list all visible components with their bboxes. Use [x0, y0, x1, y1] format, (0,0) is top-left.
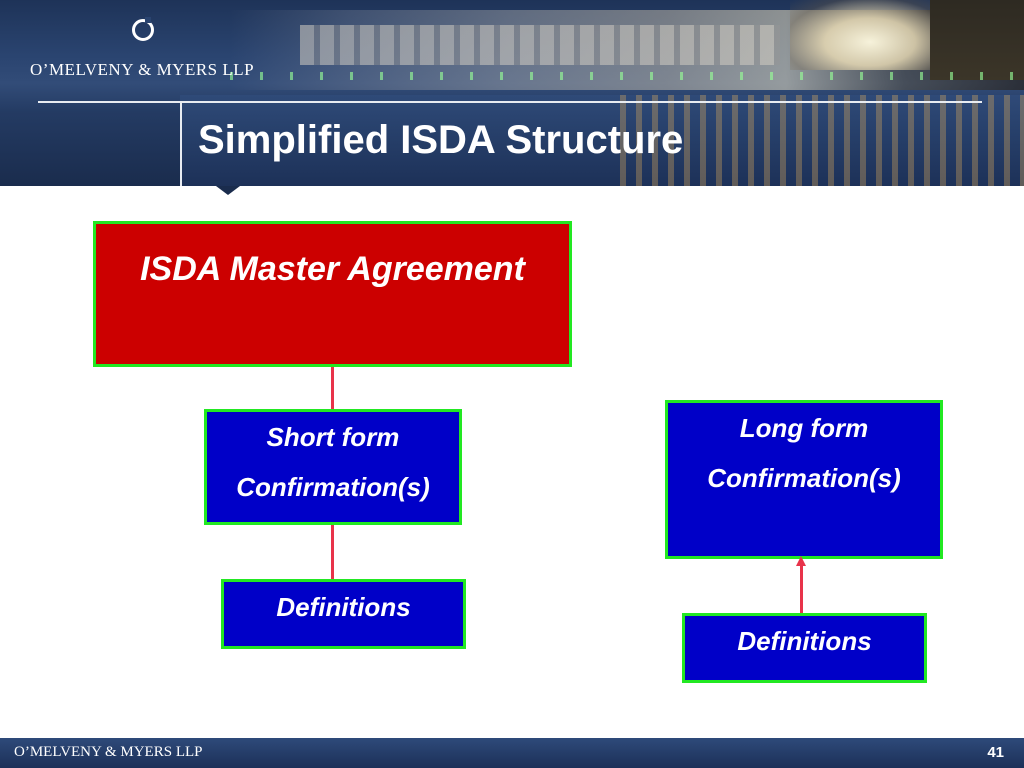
isda-master-agreement-box: ISDA Master Agreement: [93, 221, 572, 367]
definitions-left-label: Definitions: [276, 592, 411, 622]
short-form-line1: Short form: [266, 422, 400, 452]
header-notch: [216, 186, 240, 195]
logo: O’MELVENY & MYERS LLP: [0, 0, 254, 186]
page-number: 41: [987, 744, 1004, 761]
trees-background: [930, 0, 1024, 80]
long-form-line2: Confirmation(s): [707, 463, 901, 493]
connector-short-definitions: [331, 525, 334, 579]
memorial-background: [790, 0, 950, 70]
definitions-right-label: Definitions: [737, 626, 872, 656]
connector-master-short: [331, 367, 334, 409]
logo-ring-icon: [132, 17, 154, 41]
connector-definitions-long: [800, 565, 803, 613]
header-banner: O’MELVENY & MYERS LLP Simplified ISDA St…: [0, 0, 1024, 186]
reflection-background: [620, 95, 1024, 186]
header-divider: [38, 101, 982, 103]
short-form-confirmation-box: Short form Confirmation(s): [204, 409, 462, 525]
header-vertical-divider: [180, 101, 182, 186]
short-form-line2: Confirmation(s): [236, 472, 430, 502]
definitions-box-left: Definitions: [221, 579, 466, 649]
footer-bar: O’MELVENY & MYERS LLP 41: [0, 738, 1024, 768]
shore-lights: [230, 72, 1024, 80]
water-background: [180, 95, 1024, 186]
long-form-confirmation-box: Long form Confirmation(s): [665, 400, 943, 559]
buildings-background: [300, 25, 780, 65]
long-form-line1: Long form: [739, 413, 869, 443]
footer-mark-icon: [508, 730, 522, 738]
master-label: ISDA Master Agreement: [140, 250, 525, 288]
definitions-box-right: Definitions: [682, 613, 927, 683]
brand-name: O’MELVENY & MYERS LLP: [30, 60, 255, 79]
footer-brand: O’MELVENY & MYERS LLP: [14, 744, 203, 760]
slide-title: Simplified ISDA Structure: [198, 118, 684, 162]
arrowhead-up-icon: [796, 556, 806, 566]
